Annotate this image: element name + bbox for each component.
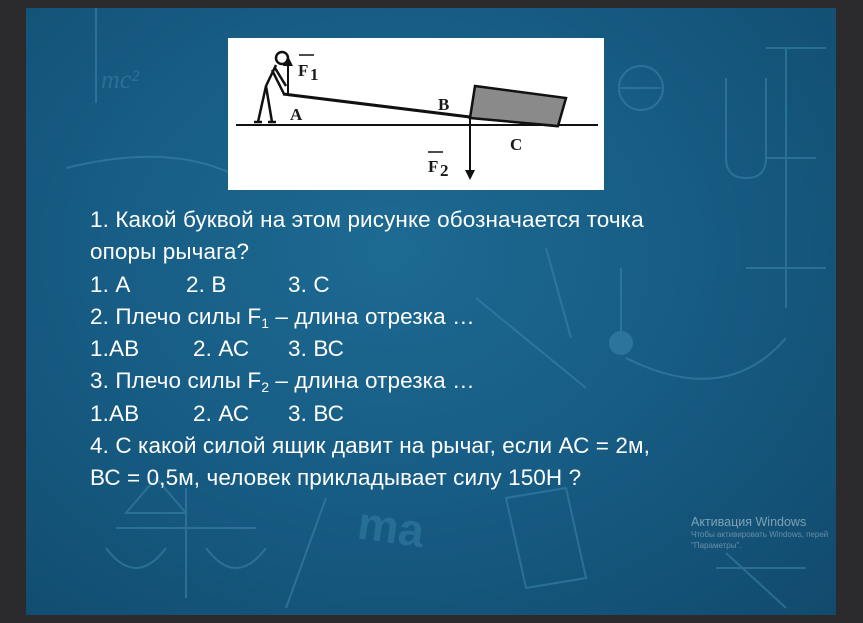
q3-prefix: 3. Плечо силы F bbox=[90, 368, 262, 394]
q2-option-1: 1.АВ bbox=[90, 336, 140, 362]
q2-suffix: – длина отрезка … bbox=[269, 303, 475, 329]
q3-line: 3. Плечо силы F2 – длина отрезка … bbox=[90, 365, 810, 397]
q3-options: 1.АВ 2. АС 3. ВС bbox=[90, 398, 810, 430]
q1-option-1: 1. А bbox=[90, 271, 131, 297]
decor-ma-text: ma bbox=[355, 496, 428, 557]
q2-option-3: 3. ВС bbox=[288, 336, 345, 362]
q4-line1: 4. С какой силой ящик давит на рычаг, ес… bbox=[90, 433, 650, 459]
q3-subscript: 2 bbox=[261, 379, 270, 396]
watermark-title: Активация Windows bbox=[691, 515, 807, 529]
label-f2: F bbox=[428, 157, 438, 176]
q2-subscript: 1 bbox=[261, 314, 270, 331]
label-f1: F bbox=[298, 61, 308, 80]
q3-option-1: 1.АВ bbox=[90, 400, 140, 426]
decor-mc2-text: mc² bbox=[101, 65, 140, 94]
label-f1-sub: 1 bbox=[310, 65, 319, 84]
watermark-line1: Чтобы активировать Windows, перей bbox=[691, 530, 829, 539]
q2-option-2: 2. АС bbox=[193, 336, 250, 362]
q3-option-2: 2. АС bbox=[193, 400, 250, 426]
q4-line2: ВС = 0,5м, человек прикладывает силу 150… bbox=[90, 465, 582, 491]
q3-option-3: 3. ВС bbox=[288, 400, 345, 426]
physics-background-art: mc² ma bbox=[65, 8, 826, 609]
label-point-b: B bbox=[438, 95, 449, 114]
q2-line: 2. Плечо силы F1 – длина отрезка … bbox=[90, 301, 810, 333]
questions-text: 1. Какой буквой на этом рисунке обознача… bbox=[90, 204, 810, 495]
presentation-slide: mc² ma F bbox=[26, 8, 836, 615]
q1-option-2: 2. В bbox=[186, 271, 227, 297]
watermark-line2: "Параметры". bbox=[691, 541, 742, 550]
windows-activation-watermark: Активация Windows Чтобы активировать Win… bbox=[691, 515, 828, 551]
q1-line2: опоры рычага? bbox=[90, 239, 250, 265]
box-shape bbox=[468, 84, 568, 128]
q1-options: 1. А 2. В 3. С bbox=[90, 269, 810, 301]
q1-line1: 1. Какой буквой на этом рисунке обознача… bbox=[90, 207, 644, 232]
label-f2-sub: 2 bbox=[440, 161, 449, 180]
lever-diagram: F 1 F 2 A B C bbox=[236, 50, 598, 180]
q1-option-3: 3. С bbox=[288, 271, 330, 297]
lever-figure: F 1 F 2 A B C bbox=[228, 38, 604, 190]
label-point-c: C bbox=[510, 135, 522, 154]
q2-options: 1.АВ 2. АС 3. ВС bbox=[90, 333, 810, 365]
q2-prefix: 2. Плечо силы F bbox=[90, 303, 262, 329]
person-icon bbox=[254, 50, 290, 124]
label-point-a: A bbox=[290, 105, 303, 124]
q3-suffix: – длина отрезка … bbox=[269, 368, 475, 394]
